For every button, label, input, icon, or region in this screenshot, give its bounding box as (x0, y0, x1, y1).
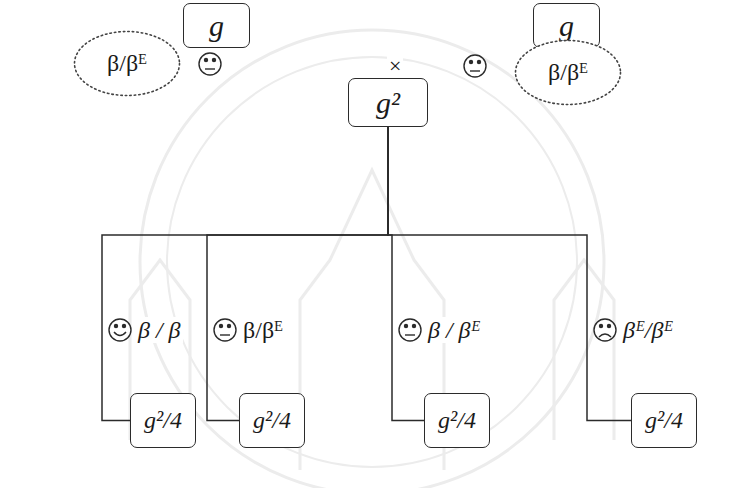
node-text: g (209, 9, 224, 42)
face-outline (109, 319, 131, 341)
seal-ring (140, 30, 604, 488)
dotted-ellipse (75, 32, 180, 96)
face-eye (470, 61, 473, 64)
genotype-label: β / βᴱ (426, 317, 482, 343)
genotype-ellipse: β/βᴱ (514, 39, 622, 106)
fraction-box: g²/4 (631, 393, 697, 448)
tree-connector (102, 127, 388, 421)
node-text: β/βᴱ (107, 50, 147, 76)
seal-tower (554, 260, 614, 440)
node-text: g (559, 9, 574, 42)
face-outline (214, 319, 236, 341)
face-eye (220, 325, 223, 328)
cross-symbol: × (387, 54, 403, 78)
node-text: g²/4 (438, 407, 476, 433)
fraction-box: g²/4 (130, 393, 196, 448)
fraction-box: g²/4 (239, 393, 305, 448)
genotype-label: βᴱ/βᴱ (621, 317, 675, 343)
tree-connector (388, 127, 631, 421)
gene-box: g² (348, 78, 428, 127)
face-eye (115, 325, 118, 328)
face-eye (213, 59, 216, 62)
neutral-mouth (220, 334, 230, 335)
neutral-face (399, 319, 421, 341)
parent-face (199, 53, 221, 75)
node-text: g²/4 (144, 407, 182, 433)
neutral-face (214, 319, 236, 341)
face-outline (464, 55, 486, 77)
neutral-mouth (405, 334, 415, 335)
face-eye (123, 325, 126, 328)
neutral-mouth (470, 70, 480, 71)
parent-face (464, 55, 486, 77)
seal-ring (167, 57, 577, 467)
tree-connector (388, 127, 424, 421)
frown-mouth (599, 334, 611, 337)
node-text: g²/4 (253, 407, 291, 433)
face-eye (608, 325, 611, 328)
face-outline (199, 53, 221, 75)
face-eye (405, 325, 408, 328)
genotype-label: β/βᴱ (241, 317, 285, 343)
sad-face (594, 319, 616, 341)
genotype-label: β / β (136, 317, 183, 343)
face-eye (205, 59, 208, 62)
fraction-box: g²/4 (424, 393, 490, 448)
face-outline (594, 319, 616, 341)
happy-face (109, 319, 131, 341)
node-text: β/βᴱ (548, 59, 588, 85)
seal-shrine (300, 170, 444, 470)
genotype-ellipse: β/βᴱ (73, 30, 181, 97)
neutral-mouth (205, 68, 215, 69)
node-text: g²/4 (645, 407, 683, 433)
dotted-ellipse (516, 41, 621, 105)
face-eye (413, 325, 416, 328)
face-eye (228, 325, 231, 328)
face-eye (478, 61, 481, 64)
face-eye (600, 325, 603, 328)
node-text: g² (376, 86, 400, 119)
face-outline (399, 319, 421, 341)
smile-mouth (114, 332, 126, 336)
gene-box: g (183, 3, 250, 48)
tree-connector (207, 127, 388, 421)
